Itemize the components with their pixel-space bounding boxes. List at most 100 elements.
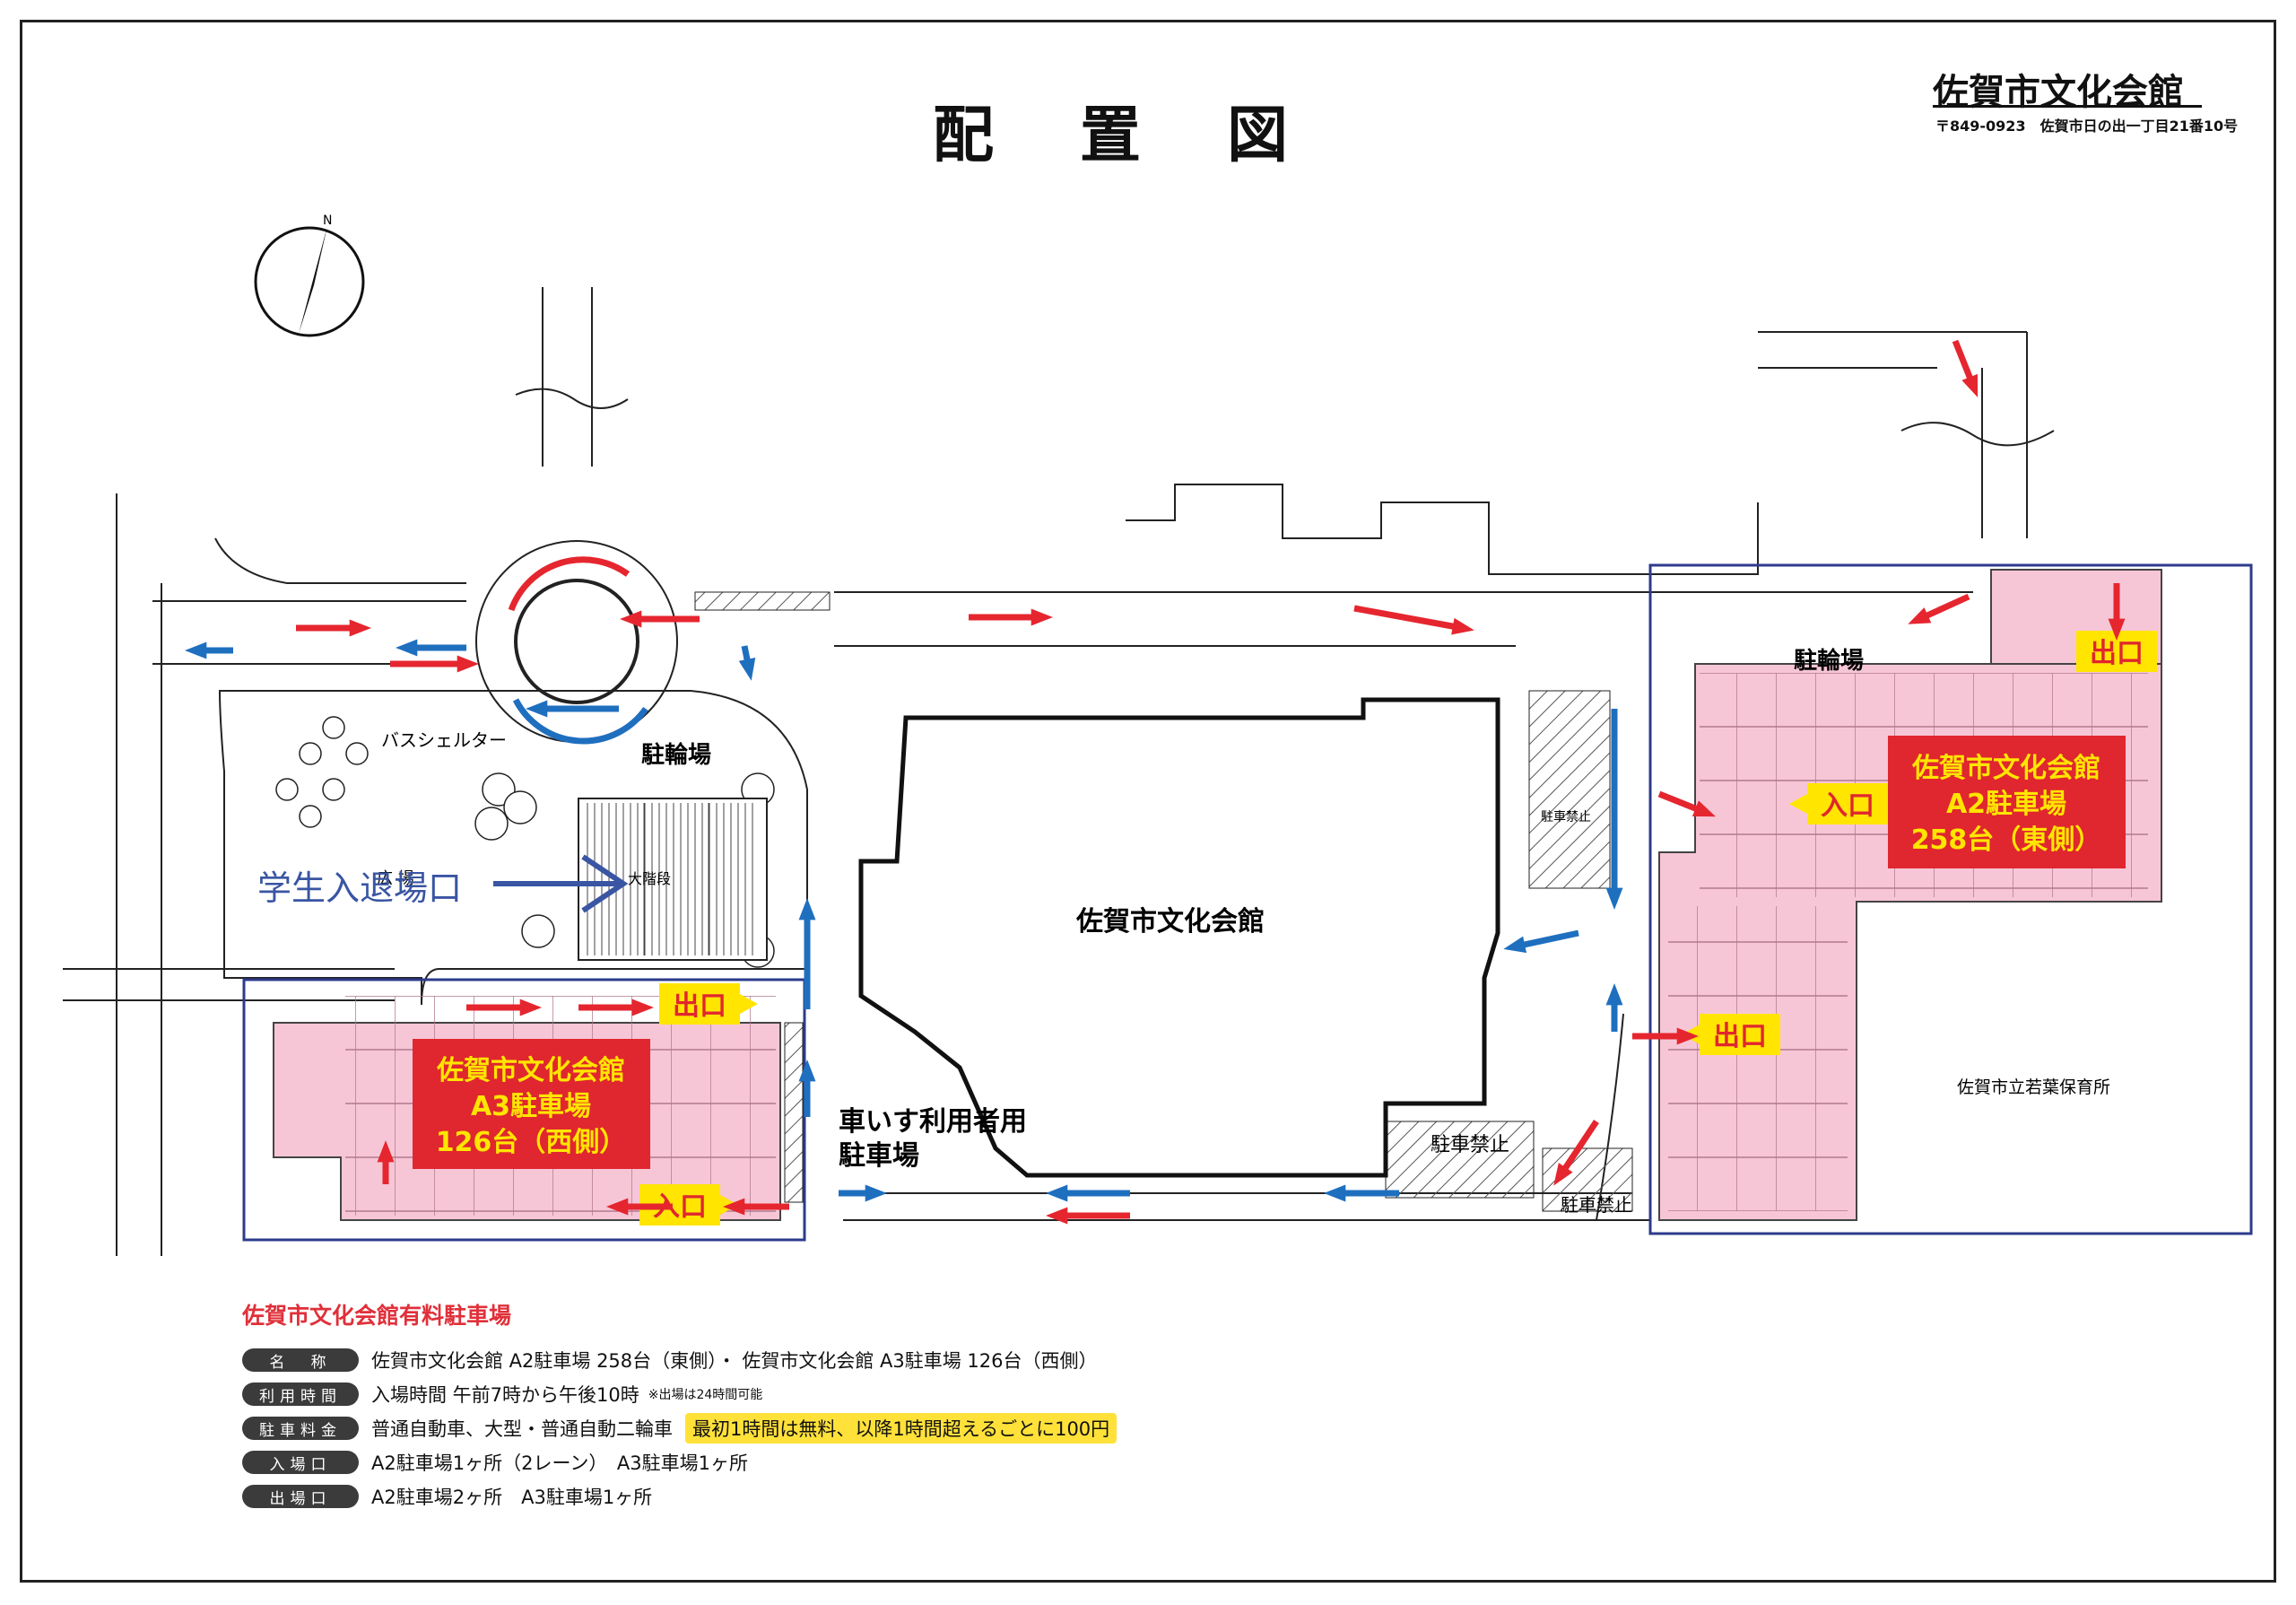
no-parking-label-north: 駐車禁止 (1541, 809, 1591, 824)
student-entrance-label: 学生入退場口 (257, 868, 462, 908)
bike-parking-west-label: 駐輪場 (641, 741, 711, 769)
a3-label-line1: 佐賀市文化会館 (436, 1055, 625, 1086)
road-break-right (1900, 422, 2055, 447)
traffic-arrowhead-blue (1324, 1184, 1346, 1202)
stairs-steps (587, 803, 753, 955)
a2-label-line3: 258台（東側） (1911, 824, 2102, 856)
hatch-north-lane (694, 591, 831, 611)
legend-fee-highlight: 最初1時間は無料、以降1時間超えるごとに100円 (685, 1413, 1118, 1444)
map-labels: バスシェルター 駐輪場 駐輪場 広 場 学生入退場口 車いす利用者用 駐車場 駐… (257, 647, 2110, 1216)
grand-stairs: 大階段 (578, 798, 768, 961)
traffic-arrowhead-red (631, 999, 654, 1016)
compass-needle (299, 226, 327, 334)
plaza-label: 広 場 (377, 869, 414, 888)
traffic-arrowhead-blue (1503, 936, 1527, 954)
a2-exit-south-text: 出口 (1713, 1021, 1767, 1052)
tree (474, 807, 509, 841)
road-west-outer (116, 493, 162, 1256)
legend-value: 佐賀市文化会館 A2駐車場 258台（東側）・ 佐賀市文化会館 A3駐車場 12… (371, 1350, 1098, 1372)
traffic-arrowhead-red (1451, 617, 1474, 635)
traffic-arrowhead-red (620, 610, 642, 628)
brand-address: 〒849-0923 佐賀市日の出一丁目21番10号 (1935, 118, 2239, 135)
bike-parking-east-label: 駐輪場 (1794, 647, 1864, 675)
legend-label: 利用時間 (242, 1383, 359, 1406)
building-label: 佐賀市文化会館 (1075, 906, 1265, 938)
a2-label-line2: A2駐車場 (1946, 789, 2066, 820)
compass-ring (254, 226, 365, 337)
legend-row-exits: 出場口 A2駐車場2ヶ所 A3駐車場1ヶ所 (242, 1479, 1117, 1513)
page-title: 配置図 (933, 100, 1375, 171)
a2-parking-lot (1648, 563, 2253, 1235)
compass: N (254, 214, 365, 337)
a3-label-line2: A3駐車場 (471, 1091, 591, 1122)
tree (345, 742, 369, 765)
hatch-west-lane (784, 1022, 804, 1203)
compass-label: N (323, 214, 332, 228)
legend-value: A2駐車場2ヶ所 A3駐車場1ヶ所 (371, 1487, 653, 1508)
traffic-arrowhead-red (723, 1198, 745, 1216)
road-north-main (834, 591, 1973, 647)
tree (299, 805, 322, 828)
traffic-arrowhead-red (457, 655, 479, 673)
road-west-curve (214, 537, 466, 584)
roundabout-flow-arrow (512, 698, 648, 745)
legend-value: 普通自動車、大型・普通自動二輪車 (371, 1418, 673, 1440)
tree (521, 914, 555, 948)
traffic-arrowhead-blue (1046, 1184, 1068, 1202)
no-parking-label-east: 駐車禁止 (1561, 1194, 1632, 1216)
traffic-arrow-blue (1515, 929, 1579, 950)
road-break-left (515, 388, 629, 409)
traffic-arrowhead-red (377, 1140, 395, 1163)
legend-title: 佐賀市文化会館有料駐車場 (242, 1303, 512, 1329)
traffic-arrowhead-blue (396, 639, 418, 657)
tree (322, 716, 345, 739)
tree (275, 778, 299, 801)
a3-label-line3: 126台（西側） (436, 1127, 627, 1158)
traffic-arrowhead-blue (185, 641, 207, 659)
hatch-south-mid (1385, 1121, 1535, 1199)
hatch-east-upper (1528, 690, 1611, 889)
tree (322, 778, 345, 801)
traffic-arrowhead-red (1046, 1207, 1068, 1225)
roundabout-island (514, 579, 639, 704)
legend-note: ※出場は24時間可能 (648, 1388, 763, 1402)
traffic-arrowhead-red (1553, 1163, 1573, 1186)
wheelchair-parking-label-2: 駐車場 (839, 1140, 919, 1172)
legend-value: A2駐車場1ヶ所（2レーン） A3駐車場1ヶ所 (371, 1452, 748, 1474)
traffic-arrowhead-red (606, 1198, 629, 1216)
traffic-arrowhead-red (519, 999, 542, 1016)
a2-label-line1: 佐賀市文化会館 (1911, 753, 2100, 784)
traffic-arrowhead-blue (798, 1060, 816, 1082)
road-west-bridge (63, 968, 395, 1001)
traffic-arrowhead-blue (798, 898, 816, 920)
student-entrance-arrow (493, 854, 629, 913)
a3-exit-text: 出口 (673, 990, 726, 1022)
a3-label-box (413, 1039, 650, 1169)
a2-exit-north-text: 出口 (2090, 638, 2144, 669)
traffic-arrowhead-red (1031, 608, 1053, 626)
traffic-arrowhead-blue (1605, 983, 1623, 1006)
traffic-arrowhead-blue (526, 700, 548, 718)
a2-label-box (1888, 736, 2126, 868)
brand-divider (1933, 105, 2202, 108)
nursery-label: 佐賀市立若葉保育所 (1957, 1077, 2110, 1097)
legend-row-entrances: 入場口 A2駐車場1ヶ所（2レーン） A3駐車場1ヶ所 (242, 1445, 1117, 1479)
traffic-arrowhead-blue (865, 1184, 887, 1202)
hatched-zones (694, 591, 1633, 1212)
traffic-arrow-red (1353, 605, 1463, 632)
bus-shelter-label: バスシェルター (381, 729, 507, 751)
a2-lot-label: 佐賀市文化会館 A2駐車場 258台（東側） (1888, 736, 2126, 868)
road-north-left (542, 287, 593, 467)
road-northeast-vertical (1981, 332, 2028, 538)
north-building-outline (1126, 484, 1759, 575)
legend-row-hours: 利用時間 入場時間 午前7時から午後10時 ※出場は24時間可能 (242, 1377, 1117, 1411)
legend-label: 入場口 (242, 1451, 359, 1474)
parking-legend: 佐賀市文化会館有料駐車場 名 称 佐賀市文化会館 A2駐車場 258台（東側）・… (242, 1298, 1118, 1513)
a3-lot-label: 佐賀市文化会館 A3駐車場 126台（西側） (413, 1039, 650, 1169)
traffic-arrowhead-red (1692, 800, 1716, 817)
wheelchair-parking-label-1: 車いす利用者用 (839, 1106, 1027, 1138)
traffic-arrowhead-red (2108, 618, 2126, 641)
a2-stalls-south (1668, 906, 1848, 1211)
traffic-arrow-red (1558, 1120, 1599, 1177)
